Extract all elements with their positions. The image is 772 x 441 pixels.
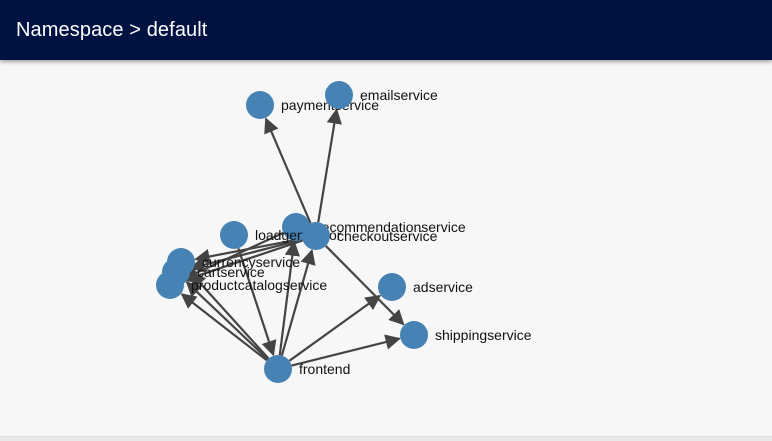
- node-label-checkoutservice: checkoutservice: [337, 228, 438, 244]
- node-circle-shippingservice[interactable]: [400, 321, 428, 349]
- edge-frontend-to-adservice: [288, 294, 382, 362]
- node-label-frontend: frontend: [299, 361, 350, 377]
- app-bar: Namespace > default: [0, 0, 772, 60]
- edge-checkoutservice-to-emailservice: [317, 108, 342, 223]
- node-circle-paymentservice[interactable]: [246, 91, 274, 119]
- edge-recommendationservice-to-productcatalogservice: [182, 231, 284, 280]
- edge-frontend-to-productcatalogservice: [180, 293, 268, 362]
- node-label-cartservice: cartservice: [197, 264, 265, 280]
- edge-frontend-to-currencyservice: [190, 271, 270, 360]
- node-label-adservice: adservice: [413, 279, 473, 295]
- node-checkoutservice[interactable]: checkoutservice: [302, 222, 438, 250]
- node-circle-emailservice[interactable]: [325, 81, 353, 109]
- node-circle-loadgenerator[interactable]: [220, 221, 248, 249]
- node-circle-frontend[interactable]: [264, 355, 292, 383]
- edge-loadgenerator-to-frontend: [237, 247, 277, 357]
- node-circle-checkoutservice[interactable]: [302, 222, 330, 250]
- node-circle-productcatalogservice[interactable]: [156, 271, 184, 299]
- edges-layer: [180, 108, 405, 367]
- edge-checkoutservice-to-shippingservice: [325, 245, 405, 326]
- page-title: Namespace > default: [16, 18, 208, 41]
- node-label-recommendationservice: recommendationservice: [317, 219, 466, 235]
- bottom-divider: [0, 436, 772, 441]
- edge-checkoutservice-to-cartservice: [189, 238, 303, 273]
- node-frontend[interactable]: frontend: [264, 355, 350, 383]
- node-adservice[interactable]: adservice: [378, 273, 473, 301]
- edge-frontend-to-recommendationservice: [278, 240, 301, 356]
- node-label-productcatalogservice: productcatalogservice: [191, 277, 327, 293]
- node-label-shippingservice: shippingservice: [435, 327, 532, 343]
- node-label-emailservice: emailservice: [360, 87, 438, 103]
- nodes-layer: paymentserviceemailservicerecommendation…: [156, 81, 532, 383]
- node-shippingservice[interactable]: shippingservice: [400, 321, 532, 349]
- edge-frontend-to-checkoutservice: [280, 248, 316, 356]
- edge-frontend-to-shippingservice: [291, 334, 401, 367]
- node-circle-adservice[interactable]: [378, 273, 406, 301]
- node-productcatalogservice[interactable]: productcatalogservice: [156, 271, 327, 299]
- edge-frontend-to-cartservice: [185, 281, 269, 361]
- edge-checkoutservice-to-paymentservice: [264, 117, 312, 224]
- service-graph[interactable]: paymentserviceemailservicerecommendation…: [0, 60, 772, 436]
- node-emailservice[interactable]: emailservice: [325, 81, 438, 109]
- node-label-currencyservice: currencyservice: [202, 254, 300, 270]
- service-graph-canvas[interactable]: paymentserviceemailservicerecommendation…: [0, 60, 772, 436]
